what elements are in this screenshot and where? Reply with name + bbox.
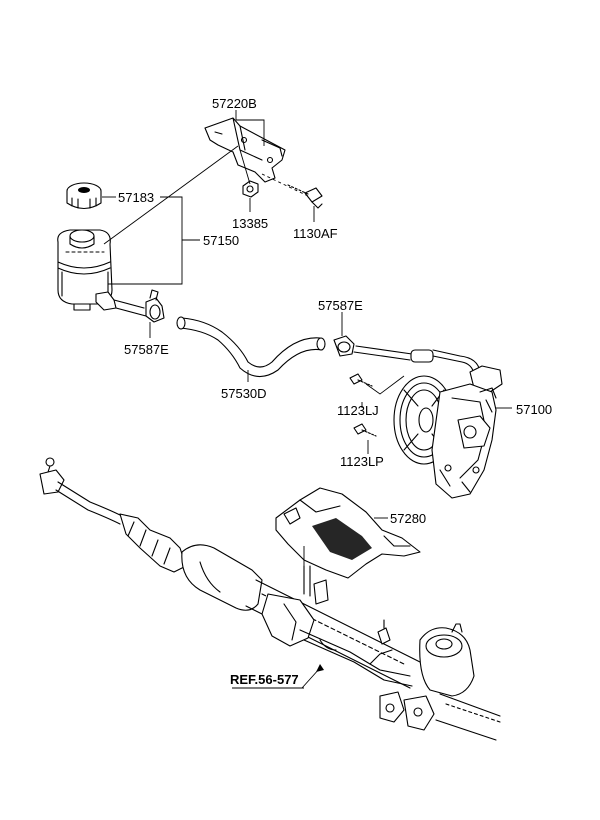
label-57150: 57150 (203, 233, 239, 248)
label-1123lp: 1123LP (340, 454, 384, 469)
steering-rack (119, 513, 501, 741)
power-steering-pump-57100 (393, 375, 497, 499)
bracket-57220b (204, 117, 286, 183)
clamp-57587e-right (333, 335, 355, 357)
reference-label[interactable]: REF.56-577 (230, 672, 299, 687)
label-57220b: 57220B (212, 96, 257, 111)
pump-inlet-pipe (353, 345, 503, 393)
label-1130af: 1130AF (293, 226, 338, 241)
tie-rod-end (39, 457, 123, 525)
reservoir-57150 (57, 229, 117, 311)
label-57100: 57100 (516, 402, 552, 417)
label-57587e-right: 57587E (318, 298, 363, 313)
shield-mount-post (303, 565, 329, 605)
reservoir-outlet-pipe (113, 299, 147, 317)
nut-13385 (242, 180, 259, 198)
label-57280: 57280 (390, 511, 426, 526)
bolt-1130af (287, 184, 323, 209)
hose-57530d (176, 316, 326, 378)
label-13385: 13385 (232, 216, 268, 231)
clamp-57587e-left (145, 289, 165, 323)
label-57530d: 57530D (221, 386, 267, 401)
arrow-icon (232, 664, 324, 689)
bolt-1123lp (353, 423, 377, 437)
bolt-1123lj (349, 373, 373, 387)
label-57183: 57183 (118, 190, 154, 205)
heat-shield-57280 (275, 487, 421, 579)
label-1123lj: 1123LJ (337, 403, 379, 418)
reservoir-cap-57183 (66, 182, 102, 210)
leader-lines (102, 110, 512, 592)
label-57587e-left: 57587E (124, 342, 169, 357)
